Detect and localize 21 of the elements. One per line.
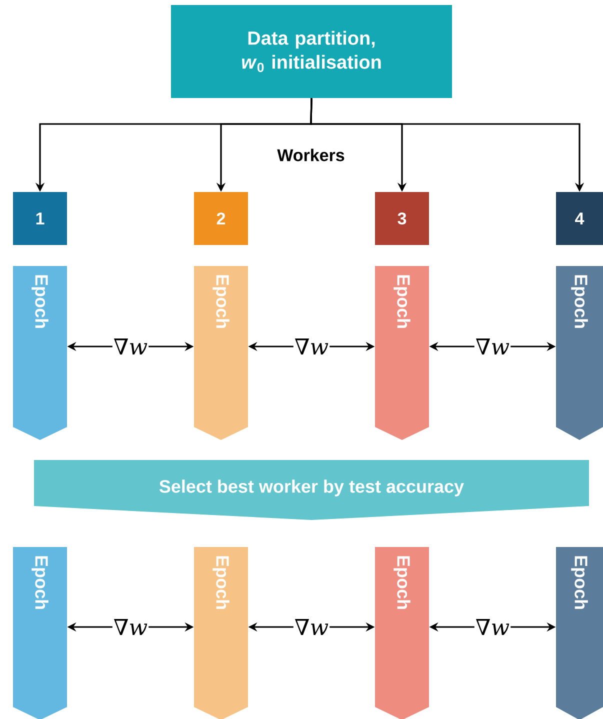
- epoch-band: Epoch: [556, 266, 603, 440]
- epoch-band: Epoch: [194, 266, 248, 440]
- edge-label: ∇w: [112, 337, 149, 356]
- worker-box: 2: [194, 192, 248, 245]
- edge-label: ∇w: [474, 337, 511, 356]
- edge-label: ∇w: [293, 337, 330, 356]
- process-box: Data partition, w$_{0}$ initialisation: [171, 5, 452, 98]
- edge-label: ∇w: [112, 618, 149, 636]
- epoch-band: Epoch: [194, 547, 248, 719]
- epoch-band: Epoch: [556, 547, 603, 719]
- selection-band: Select best worker by test accuracy: [34, 460, 589, 520]
- heading-label: Workers: [277, 148, 344, 162]
- worker-box: 4: [556, 192, 603, 245]
- edge-label: ∇w: [293, 618, 330, 636]
- epoch-band: Epoch: [375, 547, 429, 719]
- epoch-band: Epoch: [13, 266, 67, 440]
- epoch-band: Epoch: [375, 266, 429, 440]
- epoch-band: Epoch: [13, 547, 67, 719]
- edge-label: ∇w: [474, 618, 511, 636]
- worker-box: 1: [13, 192, 67, 245]
- worker-box: 3: [375, 192, 429, 245]
